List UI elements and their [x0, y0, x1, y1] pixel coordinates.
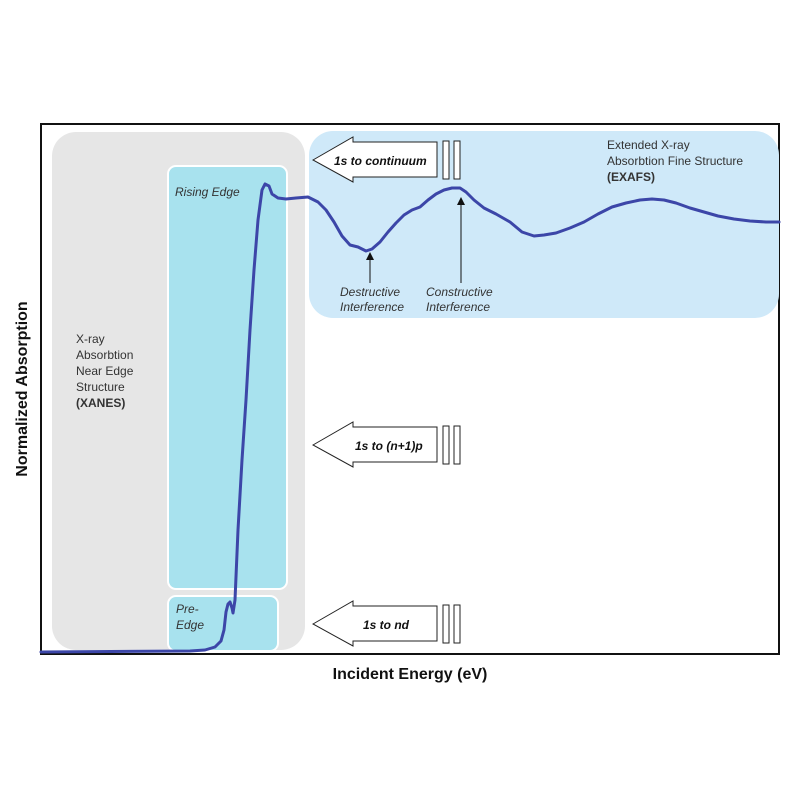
transition-continuum: 1s to continuum [311, 136, 461, 183]
bar-marker [442, 140, 450, 180]
plot-frame [40, 123, 780, 655]
left-arrow-shape [311, 600, 438, 647]
pre-edge-line-2: Edge [176, 618, 204, 632]
exafs-label: Extended X-ray Absorbtion Fine Structure… [607, 138, 746, 184]
bar-marker [442, 604, 450, 644]
destructive-line-2: Interference [340, 300, 404, 314]
transition-np: 1s to (n+1)p [311, 421, 461, 468]
constructive-line-1: Constructive [426, 285, 493, 299]
transition-nd-label: 1s to nd [363, 618, 410, 632]
y-axis-title: Normalized Absorption [14, 301, 31, 476]
xanes-line-1: X-ray [76, 332, 105, 346]
transition-nd: 1s to nd [311, 600, 461, 647]
destructive-line-1: Destructive [340, 285, 400, 299]
destructive-arrowhead [366, 252, 374, 260]
bar-marker [453, 604, 461, 644]
pre-edge-region [167, 595, 279, 652]
rising-edge-region [167, 165, 288, 590]
x-axis-title: Incident Energy (eV) [333, 666, 488, 683]
destructive-label: Destructive Interference [340, 285, 404, 314]
bar-marker [442, 425, 450, 465]
exafs-region [309, 131, 779, 318]
exafs-line-1: Extended X-ray [607, 138, 690, 152]
constructive-label: Constructive Interference [426, 285, 496, 314]
xanes-line-3: Near Edge [76, 364, 134, 378]
exafs-abbr: (EXAFS) [607, 170, 655, 184]
bar-marker [453, 140, 461, 180]
absorption-curve [39, 182, 781, 654]
xanes-line-2: Absorbtion [76, 348, 133, 362]
bar-marker [453, 425, 461, 465]
constructive-line-2: Interference [426, 300, 490, 314]
xanes-abbr: (XANES) [76, 396, 125, 410]
xanes-line-4: Structure [76, 380, 125, 394]
transition-np-label: 1s to (n+1)p [355, 439, 423, 453]
rising-edge-label: Rising Edge [175, 185, 240, 199]
constructive-arrowhead [457, 197, 465, 205]
left-arrow-shape [311, 421, 438, 468]
exafs-line-2: Absorbtion Fine Structure [607, 154, 743, 168]
left-arrow-shape [311, 136, 438, 183]
transition-continuum-label: 1s to continuum [334, 154, 427, 168]
xanes-label: X-ray Absorbtion Near Edge Structure (XA… [76, 332, 137, 410]
pre-edge-label: Pre- Edge [176, 602, 204, 632]
pre-edge-line-1: Pre- [176, 602, 199, 616]
